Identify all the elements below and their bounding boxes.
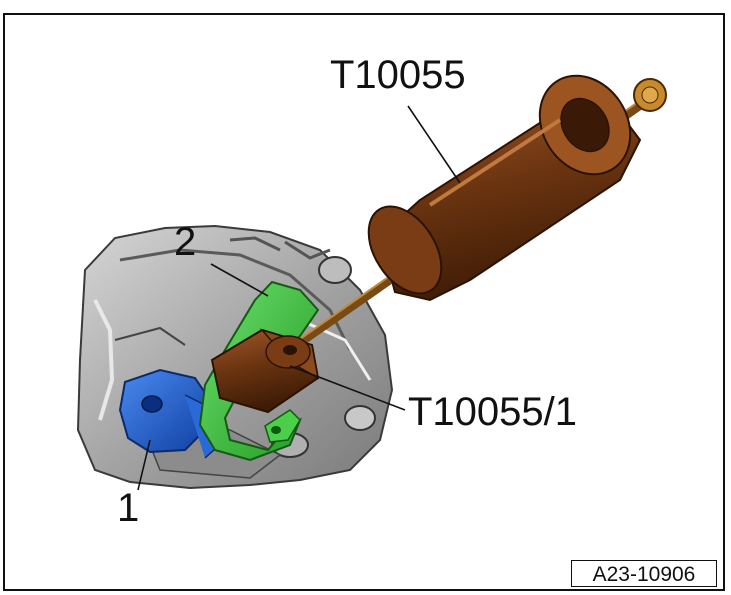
callout-tool-t10055: T10055: [330, 53, 466, 97]
leader-tool: [407, 105, 461, 184]
callout-item-2: 2: [174, 220, 197, 264]
figure-id-label: A23-10906: [571, 560, 717, 587]
leader-adapter: [289, 365, 406, 411]
green-bracket: [198, 280, 320, 462]
callout-item-1: 1: [117, 486, 140, 530]
slide-hammer: [367, 74, 642, 302]
leader-item-1: [137, 439, 151, 491]
leader-lines: [137, 105, 461, 491]
adapter-hex: [210, 328, 320, 414]
leader-item-2: [210, 263, 269, 297]
callout-tool-t10055-1: T10055/1: [408, 390, 578, 434]
rod-end-nut: [633, 78, 667, 112]
